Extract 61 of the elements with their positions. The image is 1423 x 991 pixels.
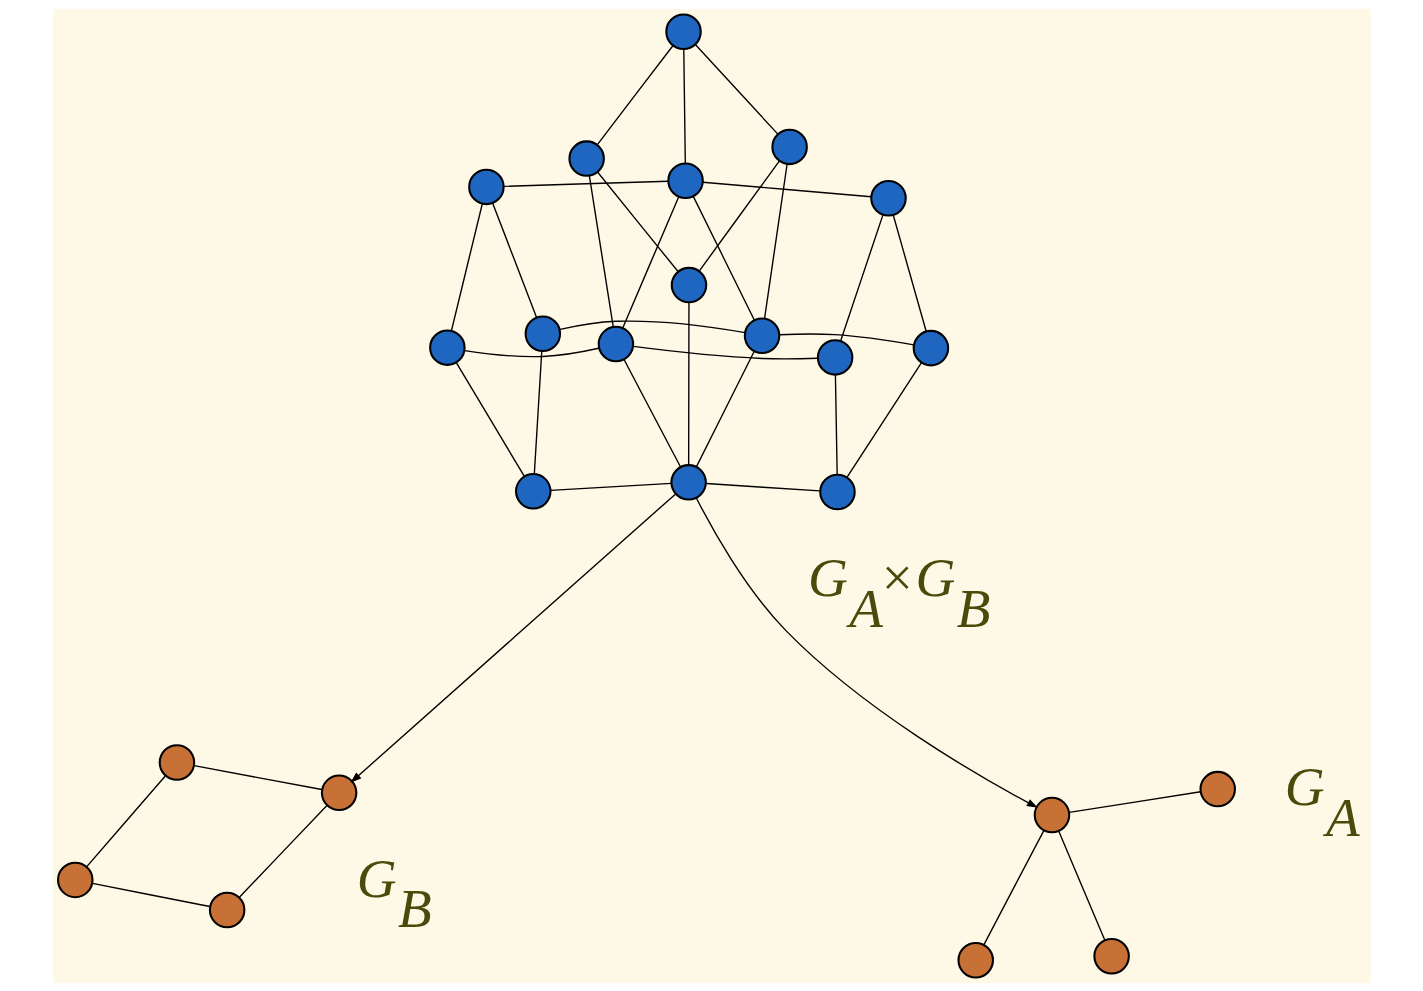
node-circle [428, 328, 466, 366]
connector [834, 373, 838, 475]
arrow [350, 492, 676, 783]
connector [533, 350, 542, 475]
connector [85, 774, 166, 867]
connector [238, 804, 328, 898]
connector [778, 332, 914, 346]
connector [839, 213, 884, 342]
node-circle [743, 316, 780, 354]
connector [193, 764, 322, 790]
connector [549, 482, 672, 491]
connector [692, 195, 755, 320]
connector [491, 202, 537, 318]
node-circle [524, 314, 561, 352]
node-circle [670, 266, 707, 303]
connector [1068, 790, 1201, 813]
connector [588, 174, 614, 328]
node-circle [869, 179, 907, 217]
connector [558, 319, 746, 333]
connector [695, 350, 755, 467]
connector [763, 163, 788, 319]
node-circle [664, 12, 702, 50]
node-circle [1092, 937, 1130, 974]
connector [502, 180, 669, 187]
connector [694, 43, 779, 135]
connector [982, 829, 1044, 946]
node-circle [320, 774, 357, 811]
node-circle [666, 161, 704, 199]
connector [892, 213, 927, 332]
node-circle [1033, 796, 1070, 833]
connector [463, 347, 599, 357]
connector [596, 170, 679, 272]
node-circle [158, 743, 195, 781]
node-circle [912, 329, 949, 366]
arrow [695, 496, 1038, 808]
connector [450, 202, 483, 331]
node-circle [669, 463, 707, 501]
node-circle [770, 128, 808, 165]
connector [698, 159, 780, 271]
node-circle [514, 472, 552, 510]
node-circle [567, 139, 605, 177]
connector [845, 361, 922, 478]
node-circle [818, 473, 856, 510]
connector [596, 44, 674, 145]
node-circle [956, 941, 994, 979]
connector [455, 361, 525, 477]
connector [622, 358, 681, 468]
node-circle [816, 338, 853, 376]
node-circle [1198, 770, 1236, 807]
node-circle [597, 325, 634, 362]
connector [705, 482, 820, 492]
connector [687, 301, 690, 466]
node-circle [467, 168, 505, 205]
connector [91, 882, 210, 907]
connector [701, 181, 872, 197]
node-circle [208, 891, 245, 928]
connector [632, 345, 818, 360]
connector [621, 195, 679, 328]
node-circle [56, 861, 94, 898]
connector [682, 48, 686, 164]
connector [1057, 830, 1106, 941]
